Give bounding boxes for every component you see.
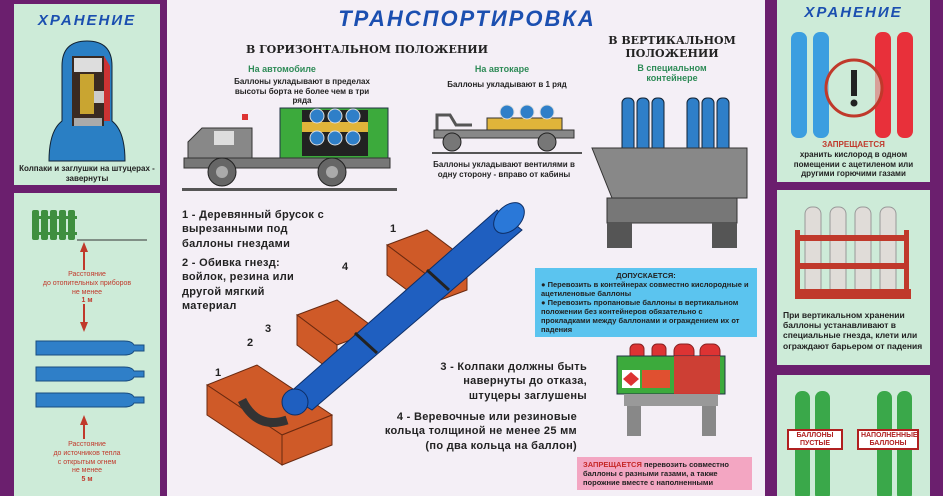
allowed-box: ДОПУСКАЕТСЯ: ● Перевозить в контейнерах …	[535, 268, 757, 337]
oxygen-acetylene-cylinders-icon	[791, 32, 913, 138]
text-line: Расстояние	[68, 441, 106, 448]
right-forbidden-word: ЗАПРЕЩАЕТСЯ	[822, 140, 885, 149]
car-label: На автомобиле	[248, 64, 316, 74]
distance-fire-text: Расстояние до источников тепла с открыты…	[17, 441, 157, 485]
cap-caption: Колпаки и заглушки на штуцерах - заверну…	[19, 164, 155, 183]
text-line: до источников тепла	[53, 449, 121, 457]
car-text: Баллоны укладывают в пределах высоты бор…	[234, 77, 370, 106]
forbidden-text: перевозить совместно баллоны с разными г…	[583, 460, 729, 487]
horizontal-cylinders-icon	[35, 340, 145, 408]
text-line: не менее	[71, 288, 103, 296]
cart-label: На автокаре	[474, 64, 530, 74]
allowed-title: ДОПУСКАЕТСЯ:	[616, 271, 676, 280]
callout-2: 2	[247, 337, 254, 349]
callout-4: 4	[342, 261, 349, 273]
cylinder-cap-icon	[48, 40, 126, 162]
horizontal-heading: В ГОРИЗОНТАЛЬНОМ ПОЛОЖЕНИИ	[245, 43, 489, 56]
left-storage-panel-top: ХРАНЕНИЕ Колпаки и заглушки на штуцерах …	[14, 4, 160, 185]
radiator-icon	[32, 210, 147, 241]
electric-cart-icon	[432, 104, 582, 154]
cylinder-on-blocks-diagram	[205, 202, 525, 466]
left-title: ХРАНЕНИЕ	[37, 12, 137, 29]
container-label: В специальном контейнере	[637, 63, 707, 83]
container-trailer-icon	[616, 343, 726, 436]
text-line: 1 м	[81, 297, 93, 305]
distance-heating-text: Расстояние до отопительных приборов не м…	[17, 271, 157, 306]
allowed-item: ● Перевозить пропановые баллоны в вертик…	[541, 298, 740, 334]
callout-1-bottom: 1	[215, 367, 222, 379]
right-storage-panel-middle: При вертикальном хранении баллоны устана…	[777, 190, 930, 365]
transport-panel: ТРАНСПОРТИРОВКА В ГОРИЗОНТАЛЬНОМ ПОЛОЖЕН…	[167, 0, 765, 496]
forbidden-transport-box: ЗАПРЕЩАЕТСЯ перевозить совместно баллоны…	[577, 457, 752, 490]
note-3: 3 - Колпаки должны быть навернуты до отк…	[440, 361, 587, 402]
note-2: 2 - Обивка гнезд: войлок, резина или дру…	[182, 257, 295, 312]
forbidden-word: ЗАПРЕЩАЕТСЯ	[583, 460, 642, 469]
cart-text: Баллоны укладывают в 1 ряд	[447, 80, 567, 89]
center-title: ТРАНСПОРТИРОВКА	[338, 6, 596, 31]
text-line: до отопительных приборов	[42, 279, 132, 287]
cylinder-cage-icon	[795, 206, 911, 299]
text-line: с открытым огнем	[57, 458, 117, 466]
right-forbidden-text: хранить кислород в одном помещении с аце…	[793, 150, 914, 179]
note-4: 4 - Веревочные или резиновые кольца толщ…	[384, 411, 577, 452]
vertical-heading: В ВЕРТИКАЛЬНОМ ПОЛОЖЕНИИ	[608, 34, 736, 60]
right-title: ХРАНЕНИЕ	[804, 4, 903, 21]
dump-truck-icon	[591, 97, 748, 248]
text-line: Расстояние	[68, 271, 106, 278]
allowed-item: ● Перевозить в контейнерах совместно кис…	[541, 280, 749, 298]
right-storage-panel-bottom: БАЛЛОНЫ ПУСТЫЕ НАПОЛНЕННЫЕ БАЛЛОНЫ	[777, 375, 930, 496]
callout-1-top: 1	[390, 223, 397, 235]
empty-cylinders-label: БАЛЛОНЫ ПУСТЫЕ	[787, 429, 843, 451]
callout-3: 3	[265, 323, 272, 335]
valves-text: Баллоны укладывают вентилями в одну стор…	[433, 160, 575, 179]
text-line: 5 м	[81, 476, 93, 483]
full-cylinders-label: НАПОЛНЕННЫЕ БАЛЛОНЫ	[857, 429, 919, 451]
vertical-storage-text: При вертикальном хранении баллоны устана…	[783, 310, 923, 351]
distance-arrow-icon	[80, 415, 88, 439]
truck-icon	[182, 107, 397, 191]
left-storage-panel-bottom: Расстояние до отопительных приборов не м…	[14, 193, 160, 496]
text-line: не менее	[71, 467, 103, 475]
distance-arrow-icon	[80, 242, 88, 332]
note-1: 1 - Деревянный брусок с вырезанными под …	[182, 209, 324, 250]
right-storage-panel-top: ХРАНЕНИЕ ЗАПРЕЩАЕТСЯ хранить кислород в …	[777, 0, 930, 182]
